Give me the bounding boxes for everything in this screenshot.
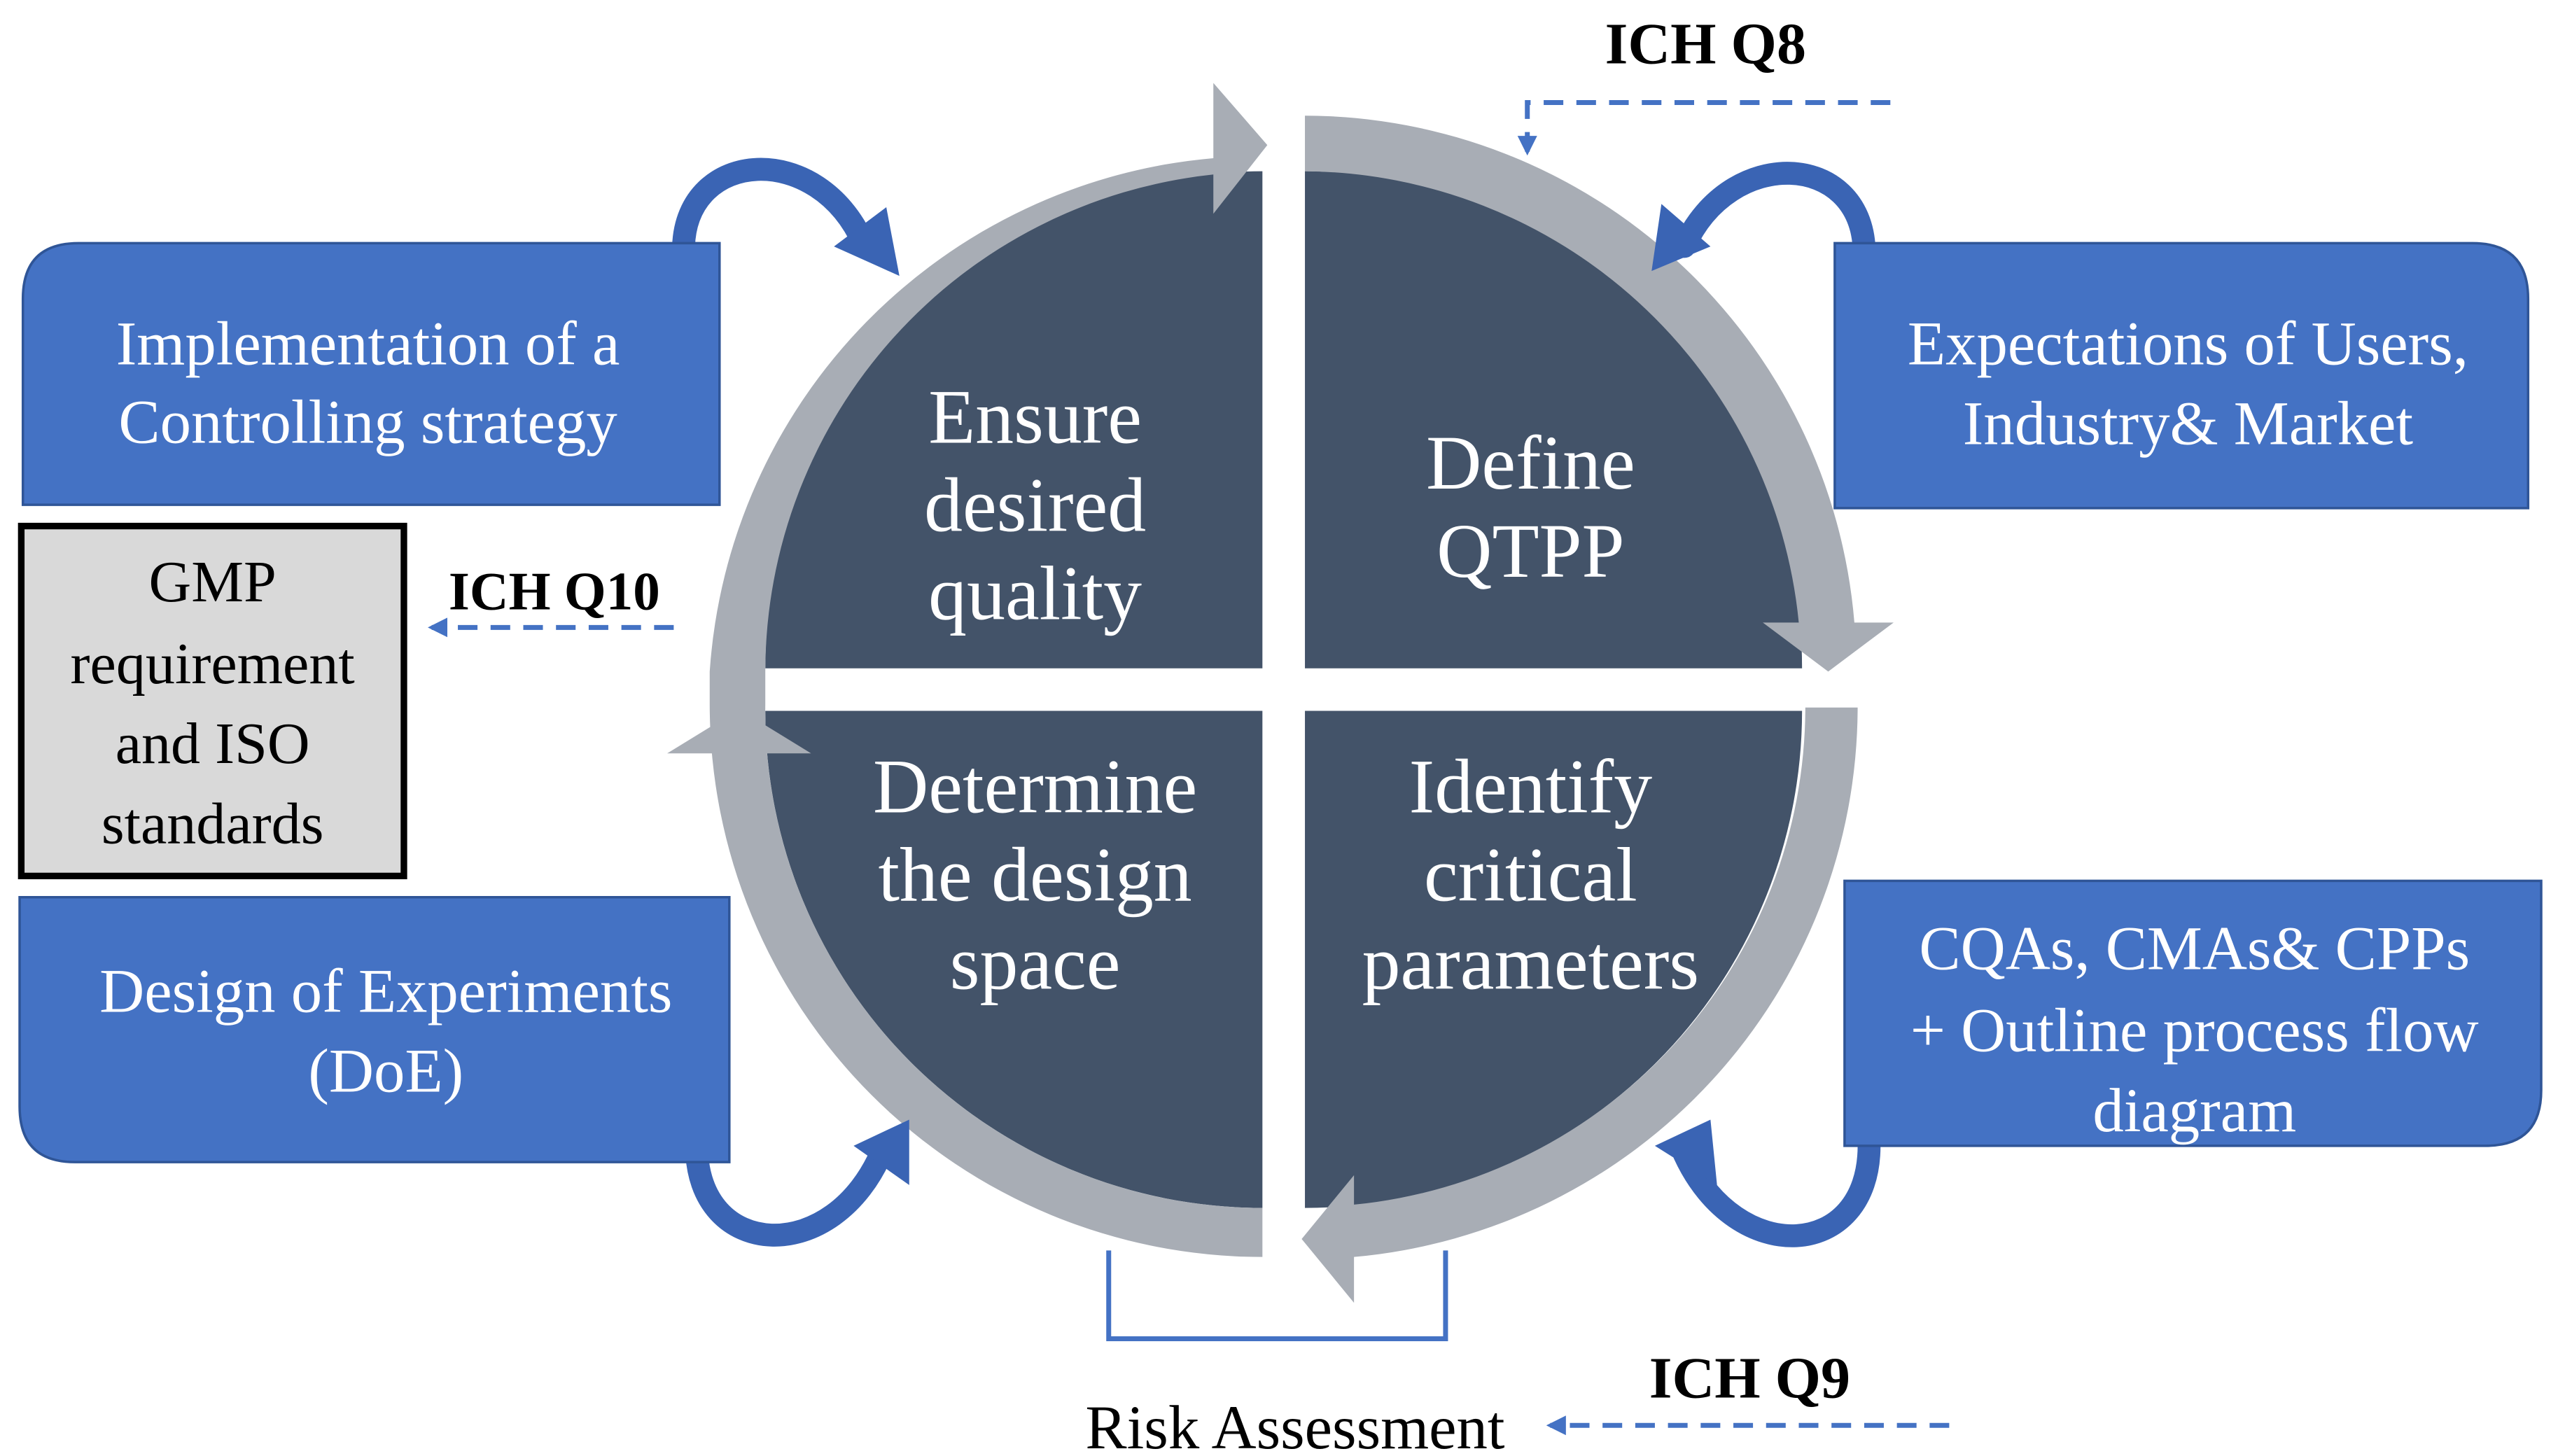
quadrant-bottom-left	[765, 710, 1263, 1208]
gmp-box: GMP requirement and ISO standards	[18, 522, 407, 880]
box-expectations	[1833, 241, 2530, 510]
quadrant-labels: Ensure desired quality Define QTPP Deter…	[873, 374, 1699, 1005]
curved-arrow-icon	[834, 207, 900, 276]
quadrant-top-left-line-1: Ensure	[928, 374, 1142, 459]
curved-arrow-icon	[1654, 1119, 1717, 1185]
box-expectations-line-1: Expectations of Users,	[1908, 309, 2468, 378]
ring-arrow-icon	[667, 709, 811, 754]
risk-assessment-label: Risk Assessment	[1085, 1394, 1504, 1456]
guideline-labels: ICH Q8 ICH Q10 ICH Q9	[449, 11, 1850, 1410]
quadrant-top-right	[1305, 171, 1803, 668]
label-ich-q9: ICH Q9	[1649, 1346, 1850, 1411]
ring-arrow-icon	[709, 83, 1268, 1257]
dashed-arrows	[428, 100, 1950, 1436]
box-controlling-line-1: Implementation of a	[116, 309, 620, 378]
quadrant-bottom-right-line-1: Identify	[1409, 743, 1653, 829]
box-doe	[18, 896, 731, 1163]
risk-assessment: Risk Assessment	[1085, 1250, 1505, 1456]
curved-connectors	[672, 158, 1881, 1247]
box-doe-line-2: (DoE)	[308, 1037, 463, 1106]
gmp-line-3: and ISO	[116, 711, 310, 776]
box-doe-line-1: Design of Experiments	[99, 957, 672, 1026]
gmp-line-1: GMP	[149, 550, 277, 615]
curved-arrow-icon	[672, 158, 875, 258]
quadrant-bottom-right-line-3: parameters	[1362, 920, 1699, 1006]
gmp-line-4: standards	[102, 792, 324, 857]
quadrant-bottom-right	[1305, 710, 1803, 1208]
label-ich-q10: ICH Q10	[449, 561, 660, 622]
curved-arrow-icon	[1672, 1134, 1881, 1247]
label-ich-q8: ICH Q8	[1605, 11, 1806, 76]
box-cqas	[1843, 879, 2543, 1147]
curved-arrow-icon	[685, 1134, 895, 1247]
curved-arrowheads	[834, 204, 1717, 1185]
box-controlling-line-2: Controlling strategy	[118, 388, 617, 456]
quadrant-top-left	[765, 171, 1263, 668]
ring-arrow-icon	[1305, 115, 1894, 672]
dashed-arrow-icon	[1517, 100, 1891, 156]
box-cqas-line-3: diagram	[2092, 1077, 2296, 1145]
box-cqas-line-2: + Outline process flow	[1910, 996, 2479, 1065]
quadrant-bottom-left-line-2: the design	[879, 832, 1192, 917]
curved-arrow-icon	[1672, 162, 1876, 262]
blue-boxes	[18, 241, 2543, 1163]
box-cqas-line-1: CQAs, CMAs& CPPs	[1919, 915, 2470, 983]
cycle-quadrants	[765, 171, 1803, 1208]
gmp-line-2: requirement	[71, 631, 355, 696]
risk-bracket	[1106, 1250, 1448, 1341]
ring-arrow-icon	[1301, 707, 1858, 1303]
box-expectations-line-2: Industry& Market	[1963, 390, 2414, 458]
curved-arrow-icon	[853, 1119, 909, 1185]
quadrant-top-right-line-1: Define	[1426, 420, 1635, 505]
gmp-box-frame	[18, 522, 407, 880]
quadrant-top-left-line-3: quality	[928, 551, 1142, 636]
quadrant-top-left-line-2: desired	[924, 463, 1146, 548]
quadrant-bottom-right-line-2: critical	[1424, 832, 1637, 917]
box-controlling-strategy	[21, 241, 721, 506]
curved-arrow-icon	[1651, 204, 1711, 272]
quadrant-bottom-left-line-1: Determine	[873, 743, 1197, 829]
quadrant-top-right-line-2: QTPP	[1437, 508, 1624, 594]
blue-box-labels: Implementation of a Controlling strategy…	[99, 309, 2478, 1145]
quadrant-bottom-left-line-3: space	[950, 920, 1121, 1006]
cycle-ring-arrows	[667, 83, 1894, 1303]
